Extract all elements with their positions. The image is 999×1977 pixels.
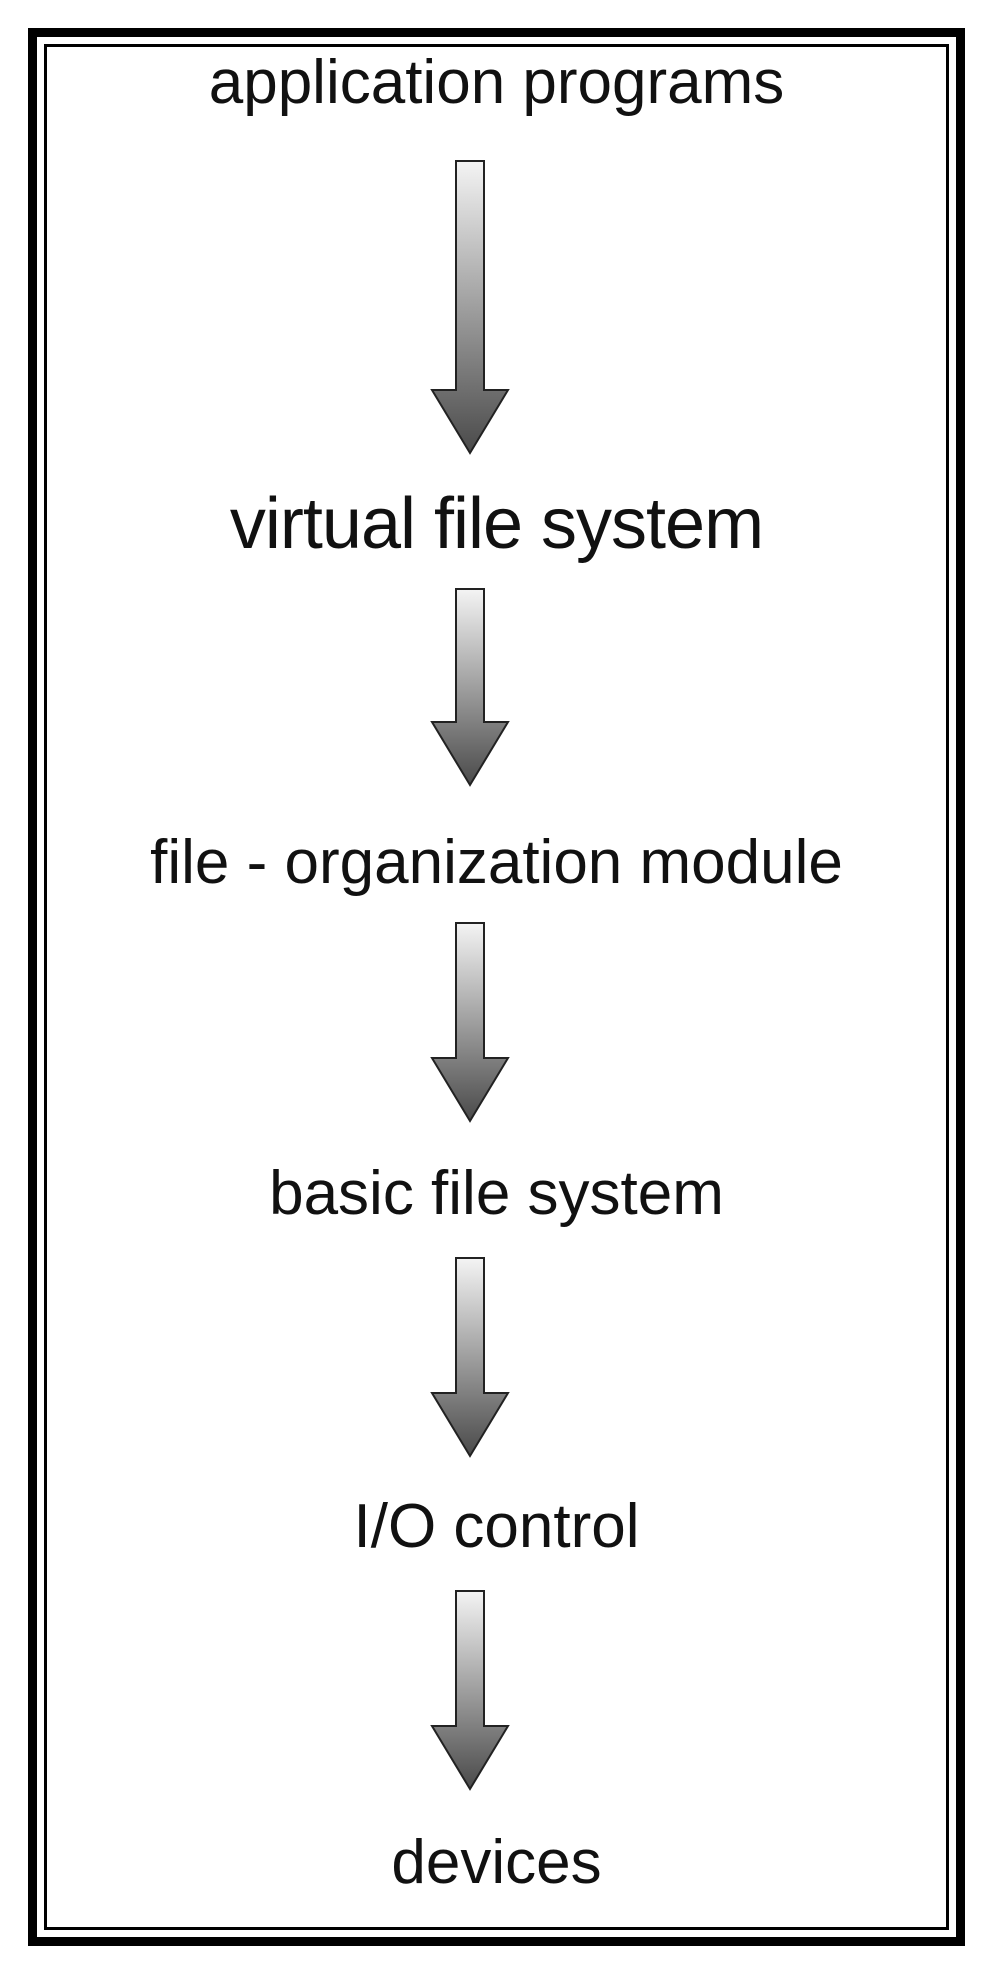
layer-label-basic-file-system: basic file system [269, 1159, 724, 1228]
down-arrow-icon [430, 1257, 510, 1458]
layer-label-virtual-file-system: virtual file system [229, 484, 764, 564]
down-arrow-icon [430, 1590, 510, 1791]
layer-label-devices: devices [391, 1828, 602, 1897]
inner-frame [44, 44, 949, 1930]
down-arrow-icon [430, 588, 510, 787]
layer-label-file-organization-module: file - organization module [150, 828, 843, 897]
down-arrow-icon [430, 160, 510, 455]
layer-label-application-programs: application programs [208, 48, 785, 117]
layer-label-io-control: I/O control [353, 1492, 640, 1561]
down-arrow-icon [430, 922, 510, 1123]
outer-frame [28, 28, 965, 1946]
